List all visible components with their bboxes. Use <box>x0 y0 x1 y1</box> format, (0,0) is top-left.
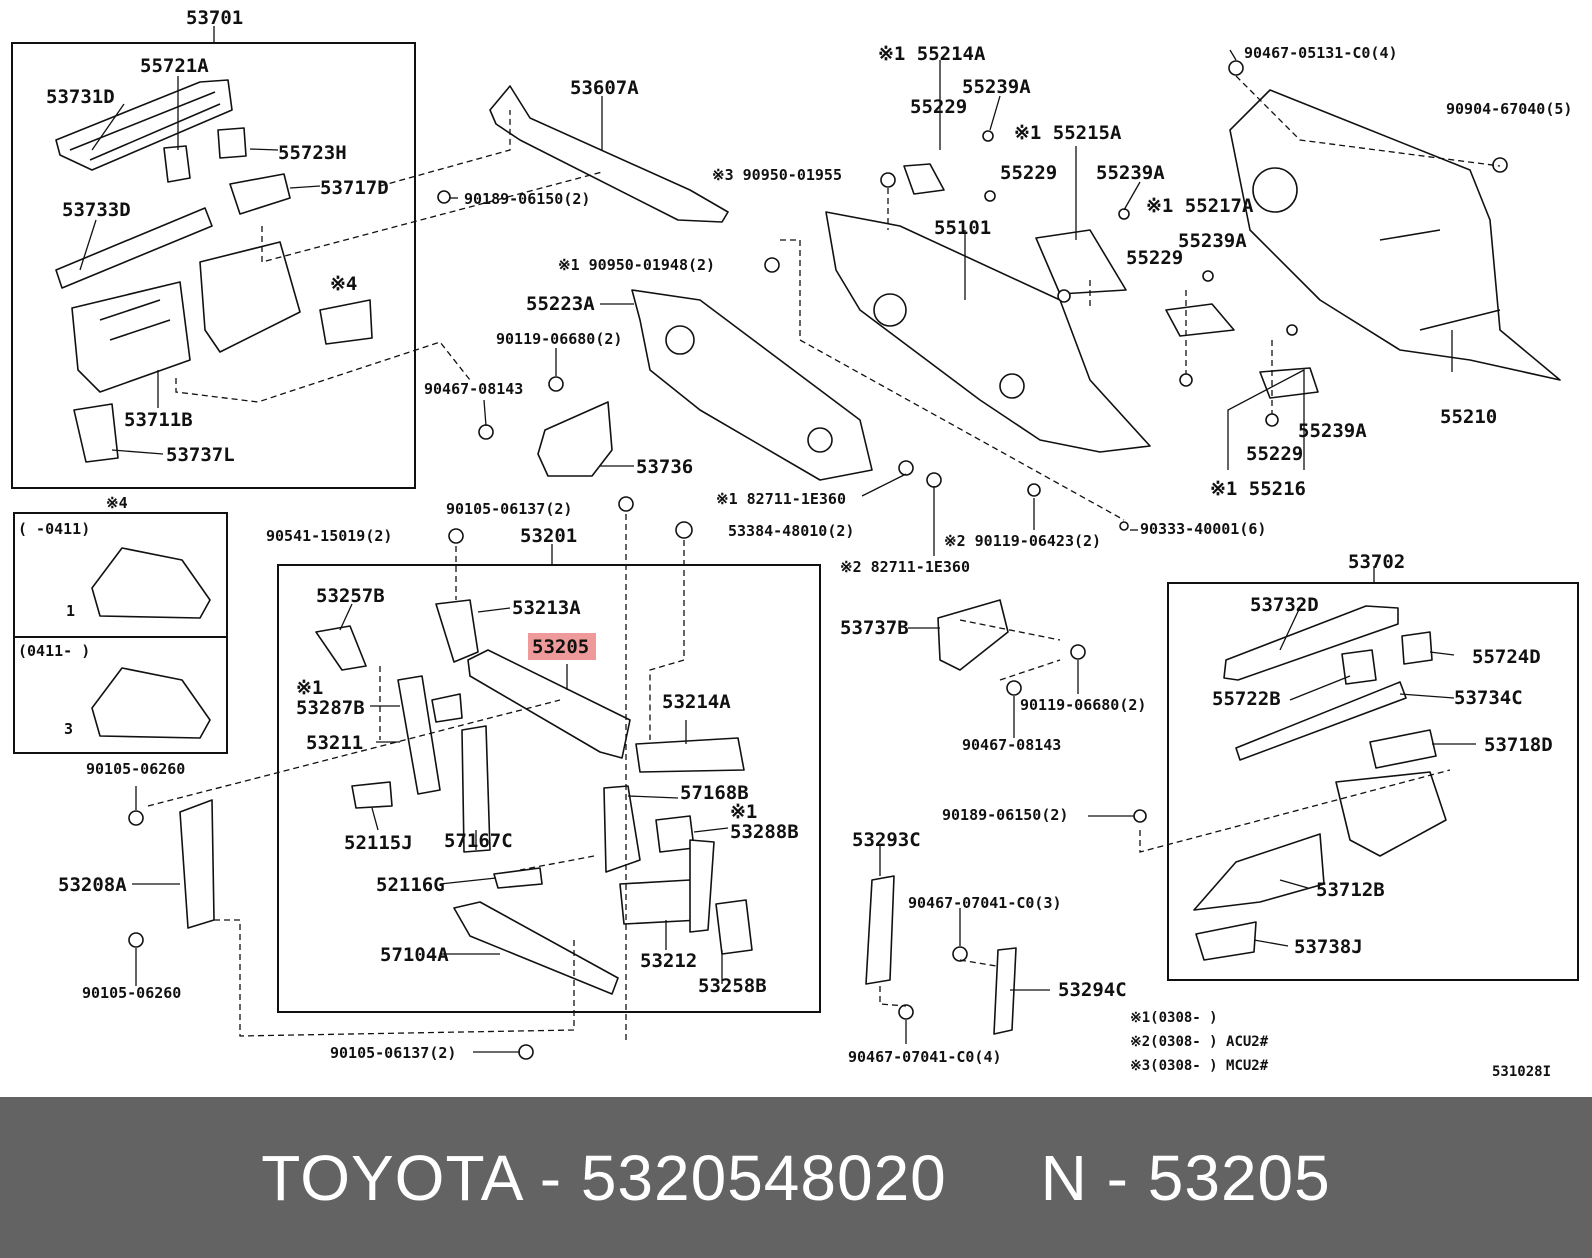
label-53738J: 53738J <box>1294 936 1363 958</box>
label-55101: 55101 <box>934 217 991 239</box>
label-57168B: 57168B <box>680 782 749 804</box>
label-range-after-0411: (0411- ) <box>18 642 90 660</box>
label-90105-06260-b: 90105-06260 <box>82 984 181 1002</box>
label-53701: 53701 <box>186 7 243 29</box>
label-53287B: 53287B <box>296 697 365 719</box>
label-55722B: 55722B <box>1212 688 1281 710</box>
label-53212: 53212 <box>640 950 697 972</box>
label-90333-40001: 90333-40001(6) <box>1140 520 1266 538</box>
label-55214A: ※1 55214A <box>878 43 986 65</box>
label-55239A-b: 55239A <box>1096 162 1165 184</box>
label-55210: 55210 <box>1440 406 1497 428</box>
label-82711-1E360-b: ※2 82711-1E360 <box>840 558 970 576</box>
label-53732D: 53732D <box>1250 594 1319 616</box>
label-55723H: 55723H <box>278 142 347 164</box>
label-53205: 53205 <box>532 636 589 658</box>
highlight-53205 <box>528 633 596 660</box>
label-57167C: 57167C <box>444 830 513 852</box>
label-53384-48010: 53384-48010(2) <box>728 522 854 540</box>
label-variant-1: 1 <box>66 602 75 620</box>
note-2: ※2(0308- ) ACU2# <box>1130 1034 1269 1050</box>
note-3: ※3(0308- ) MCU2# <box>1130 1058 1269 1074</box>
footer-bar: TOYOTA - 5320548020 N - 53205 <box>0 1097 1592 1258</box>
label-90467-07041-4: 90467-07041-C0(4) <box>848 1048 1002 1066</box>
label-55217A: ※1 55217A <box>1146 195 1254 217</box>
label-53293C: 53293C <box>852 829 921 851</box>
label-55229-b: 55229 <box>1000 162 1057 184</box>
label-53718D: 53718D <box>1484 734 1553 756</box>
label-variant-3: 3 <box>64 720 73 738</box>
label-90119-06680-b: 90119-06680(2) <box>1020 696 1146 714</box>
part-shapes <box>55 79 1561 1035</box>
label-53211: 53211 <box>306 732 363 754</box>
label-57104A: 57104A <box>380 944 449 966</box>
label-55721A: 55721A <box>140 55 209 77</box>
label-90189-06150-b: 90189-06150(2) <box>942 806 1068 824</box>
note-1: ※1(0308- ) <box>1130 1010 1218 1026</box>
label-53734C: 53734C <box>1454 687 1523 709</box>
label-90105-06137-b: 90105-06137(2) <box>330 1044 456 1062</box>
label-90119-06423: ※2 90119-06423(2) <box>944 532 1101 550</box>
label-82711-1E360-a: ※1 82711-1E360 <box>716 490 846 508</box>
label-53737B: 53737B <box>840 617 909 639</box>
label-90950-01955: ※3 90950-01955 <box>712 166 842 184</box>
label-53702: 53702 <box>1348 551 1405 573</box>
label-90467-05131: 90467-05131-C0(4) <box>1244 44 1398 62</box>
label-90467-07041-3: 90467-07041-C0(3) <box>908 894 1062 912</box>
label-55239A-c: 55239A <box>1178 230 1247 252</box>
label-53731D: 53731D <box>46 86 115 108</box>
label-55239A-a: 55239A <box>962 76 1031 98</box>
label-x4-top: ※4 <box>330 273 357 295</box>
fasteners <box>128 60 1508 1060</box>
label-90189-06150-a: 90189-06150(2) <box>464 190 590 208</box>
group-box-53702 <box>1167 582 1579 981</box>
label-53712B: 53712B <box>1316 879 1385 901</box>
leader-lines <box>79 26 1501 1053</box>
label-53214A: 53214A <box>662 691 731 713</box>
label-55229-d: 55229 <box>1246 443 1303 465</box>
label-x4-variants: ※4 <box>106 494 128 512</box>
label-90105-06137-a: 90105-06137(2) <box>446 500 572 518</box>
label-90119-06680-a: 90119-06680(2) <box>496 330 622 348</box>
label-53258B: 53258B <box>698 975 767 997</box>
label-53711B: 53711B <box>124 409 193 431</box>
label-53288B: 53288B <box>730 821 799 843</box>
label-55724D: 55724D <box>1472 646 1541 668</box>
label-90904-67040: 90904-67040(5) <box>1446 100 1572 118</box>
label-x1-a: ※1 <box>296 677 323 699</box>
label-90467-08143-a: 90467-08143 <box>424 380 523 398</box>
label-53607A: 53607A <box>570 77 639 99</box>
label-53208A: 53208A <box>58 874 127 896</box>
label-53294C: 53294C <box>1058 979 1127 1001</box>
label-55223A: 55223A <box>526 293 595 315</box>
label-53733D: 53733D <box>62 199 131 221</box>
label-range-before-0411: ( -0411) <box>18 520 90 538</box>
label-90950-01948: ※1 90950-01948(2) <box>558 256 715 274</box>
exploded-parts-diagram: 53701 55721A 53731D 55723H 53717D 53733D… <box>11 7 1579 1080</box>
variant-box-bottom <box>13 636 228 754</box>
label-53213A: 53213A <box>512 597 581 619</box>
diagram-code: 531028I <box>1492 1064 1551 1080</box>
group-box-53201 <box>277 564 821 1013</box>
label-55239A-d: 55239A <box>1298 420 1367 442</box>
label-53737L: 53737L <box>166 444 235 466</box>
label-53257B: 53257B <box>316 585 385 607</box>
label-90467-08143-b: 90467-08143 <box>962 736 1061 754</box>
label-90541-15019: 90541-15019(2) <box>266 527 392 545</box>
label-53201: 53201 <box>520 525 577 547</box>
label-90105-06260-a: 90105-06260 <box>86 760 185 778</box>
label-55216: ※1 55216 <box>1210 478 1306 500</box>
label-52116G: 52116G <box>376 874 445 896</box>
part-number-caption: TOYOTA - 5320548020 N - 53205 <box>261 1141 1331 1214</box>
label-55215A: ※1 55215A <box>1014 122 1122 144</box>
label-x1-b: ※1 <box>730 801 757 823</box>
label-55229-c: 55229 <box>1126 247 1183 269</box>
label-53717D: 53717D <box>320 177 389 199</box>
label-53736: 53736 <box>636 456 693 478</box>
label-52115J: 52115J <box>344 832 413 854</box>
label-55229-a: 55229 <box>910 96 967 118</box>
